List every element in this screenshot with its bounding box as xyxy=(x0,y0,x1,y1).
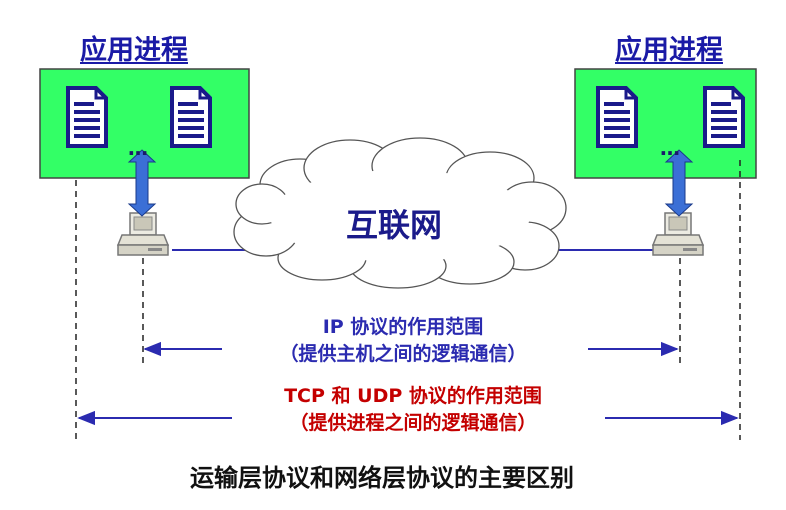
internet-cloud xyxy=(233,137,567,289)
left-ellipsis: … xyxy=(128,136,148,160)
diagram-caption: 运输层协议和网络层协议的主要区别 xyxy=(190,464,574,492)
right-ellipsis: … xyxy=(660,136,680,160)
right-process-label: 应用进程 xyxy=(615,35,723,66)
left-process-label: 应用进程 xyxy=(80,35,188,66)
left-computer-icon xyxy=(117,212,169,256)
ip-scope-title: IP 协议的作用范围 xyxy=(322,316,484,338)
internet-label: 互联网 xyxy=(346,206,443,244)
tcp-scope-title: TCP 和 UDP 协议的作用范围 xyxy=(284,385,542,407)
right-document-icon-2 xyxy=(703,86,745,148)
ip-scope-subtitle: （提供主机之间的逻辑通信） xyxy=(279,343,527,365)
left-double-arrow-icon xyxy=(127,149,157,217)
tcp-scope-subtitle: （提供进程之间的逻辑通信） xyxy=(289,412,537,434)
right-computer-icon xyxy=(652,212,704,256)
left-document-icon-1 xyxy=(66,86,108,148)
right-double-arrow-icon xyxy=(664,149,694,217)
right-document-icon-1 xyxy=(596,86,638,148)
left-document-icon-2 xyxy=(170,86,212,148)
